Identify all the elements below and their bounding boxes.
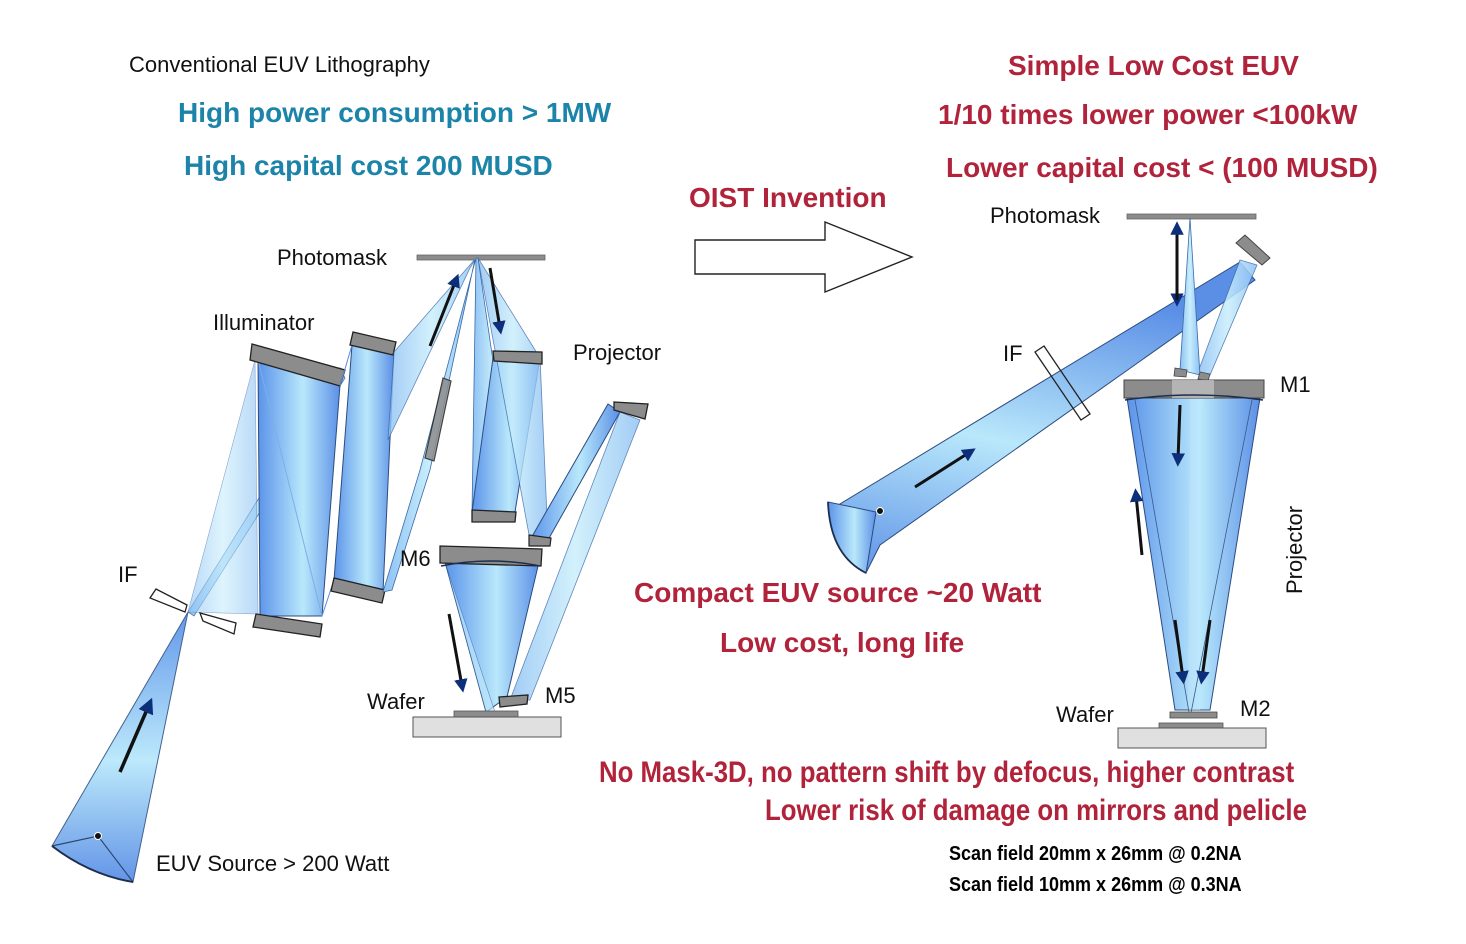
- projector-mirror-4: [528, 534, 552, 547]
- beam-direction-arrow: [488, 267, 506, 335]
- benefit-point: Lower risk of damage on mirrors and peli…: [765, 794, 1307, 827]
- m5-label: M5: [545, 683, 576, 708]
- source-point: [876, 507, 884, 515]
- projector-label: Projector: [1282, 505, 1307, 594]
- wafer: [412, 716, 562, 738]
- scan-field-spec: Scan field 10mm x 26mm @ 0.3NA: [949, 874, 1242, 896]
- lower-power-point: 1/10 times lower power <100kW: [938, 99, 1358, 130]
- projector-mirror-3: [613, 401, 649, 420]
- photomask-label: Photomask: [990, 203, 1101, 228]
- fold-mirror: [1235, 234, 1271, 266]
- wafer-label: Wafer: [1056, 702, 1114, 727]
- photomask: [416, 254, 546, 261]
- invention-arrow[interactable]: [694, 220, 914, 294]
- wafer: [1117, 727, 1267, 749]
- if-label: IF: [118, 562, 138, 587]
- m6-mirror: [439, 545, 543, 567]
- photomask: [1126, 213, 1257, 220]
- beam-direction-arrow: [447, 613, 468, 693]
- illuminator-mirror-3: [349, 331, 397, 356]
- illuminator-mirror-4: [330, 577, 386, 604]
- conventional-system: [51, 254, 649, 883]
- wafer-label: Wafer: [367, 689, 425, 714]
- beam-direction-arrow: [428, 273, 460, 347]
- scan-field-spec: Scan field 20mm x 26mm @ 0.2NA: [949, 843, 1242, 865]
- capital-cost-point: High capital cost 200 MUSD: [184, 150, 553, 181]
- projector-mirror-1: [492, 350, 543, 365]
- if-aperture-lower: [198, 612, 237, 635]
- wafer-stage: [453, 710, 519, 718]
- oist-title: Simple Low Cost EUV: [1008, 50, 1299, 81]
- beam-direction-arrow: [1171, 404, 1185, 467]
- beam-direction-arrow: [118, 697, 154, 773]
- beam-direction-arrow: [1173, 619, 1189, 685]
- m2-label: M2: [1240, 696, 1271, 721]
- lower-cost-point: Lower capital cost < (100 MUSD): [946, 152, 1378, 183]
- beam-direction-arrow: [1129, 488, 1144, 556]
- m1-label: M1: [1280, 372, 1311, 397]
- wafer-stage: [1158, 722, 1224, 729]
- low-cost-point: Low cost, long life: [720, 627, 965, 658]
- illuminator-label: Illuminator: [213, 310, 315, 335]
- if-aperture-upper: [149, 588, 188, 613]
- photomask-label: Photomask: [277, 245, 388, 270]
- oist-invention-label: OIST Invention: [689, 182, 887, 213]
- illuminator-mirror-2: [252, 613, 323, 638]
- projector-label: Projector: [573, 340, 662, 365]
- oist-system: [827, 213, 1271, 749]
- projector-mirror-2: [471, 509, 517, 523]
- conventional-title: Conventional EUV Lithography: [129, 52, 430, 77]
- m2-mirror: [1169, 711, 1218, 719]
- compact-source-point: Compact EUV source ~20 Watt: [634, 577, 1042, 608]
- if-filter: [1034, 345, 1091, 421]
- grazing-mirror: [424, 377, 452, 462]
- m6-label: M6: [400, 546, 431, 571]
- benefit-point: No Mask-3D, no pattern shift by defocus,…: [599, 756, 1295, 789]
- euv-source-label: EUV Source > 200 Watt: [156, 851, 390, 876]
- source-point: [94, 832, 102, 840]
- power-consumption-point: High power consumption > 1MW: [178, 97, 612, 128]
- beam-direction-arrow: [914, 448, 976, 489]
- beam-direction-arrow: [1196, 619, 1212, 685]
- m5-mirror: [498, 694, 529, 708]
- if-label: IF: [1003, 341, 1023, 366]
